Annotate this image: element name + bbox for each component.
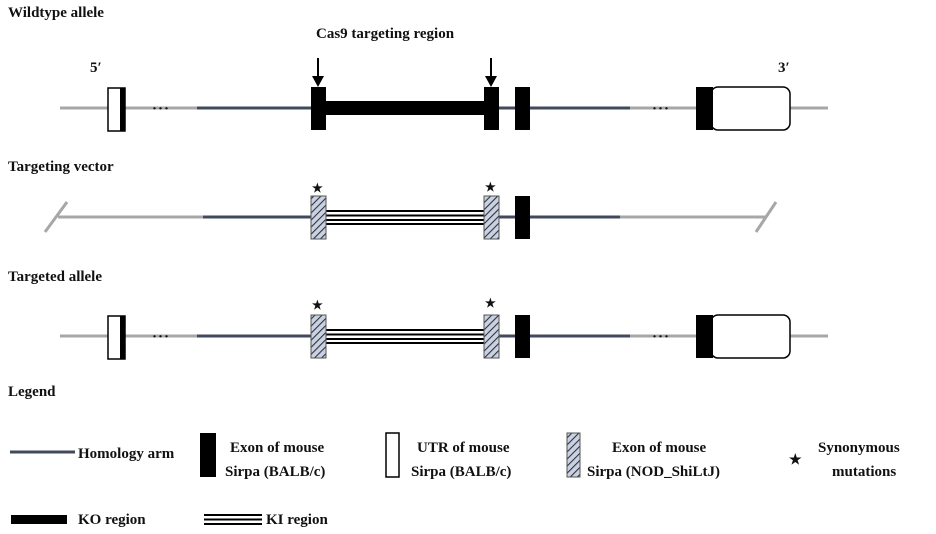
legend-exon-balbc-line2: Sirpa (BALB/c) bbox=[225, 464, 325, 480]
targeted-utr-5prime-exon-edge bbox=[120, 316, 125, 359]
legend-exon-balbc-line1: Exon of mouse bbox=[230, 440, 325, 456]
vector-star-2-icon: ★ bbox=[485, 180, 496, 194]
targeted-star-1-icon: ★ bbox=[312, 298, 323, 312]
targeted-hatched-exon-1 bbox=[310, 314, 327, 359]
exon-wt-1 bbox=[311, 87, 326, 130]
three-prime-label: 3′ bbox=[778, 60, 790, 76]
targeted-exon-last bbox=[696, 315, 713, 358]
targeted-hatched-exon-2 bbox=[483, 314, 500, 359]
legend-exon-nod-line1: Exon of mouse bbox=[612, 440, 707, 456]
targeted-allele-title: Targeted allele bbox=[8, 269, 102, 285]
legend-exon-balbc-swatch bbox=[200, 433, 216, 477]
vector-star-1-icon: ★ bbox=[312, 181, 323, 195]
legend-synonymous-line1: Synonymous bbox=[818, 440, 900, 456]
legend-star-icon: ★ bbox=[789, 452, 802, 468]
legend-homology-arm-label: Homology arm bbox=[78, 446, 175, 462]
exon-wt-2 bbox=[484, 87, 499, 130]
legend-ko-region-label: KO region bbox=[78, 512, 146, 528]
legend-exon-nod-swatch bbox=[566, 432, 581, 478]
cas9-targeting-region-label: Cas9 targeting region bbox=[316, 26, 455, 42]
targeted-ellipsis-left: ··· bbox=[152, 329, 170, 345]
utr-3prime-box bbox=[710, 86, 791, 131]
vector-break-left-icon bbox=[43, 201, 69, 233]
vector-break-right-icon bbox=[754, 201, 778, 233]
legend-ko-region-swatch bbox=[11, 515, 67, 524]
exon-wt-3 bbox=[515, 87, 530, 130]
targeted-star-2-icon: ★ bbox=[485, 296, 496, 310]
targeted-utr-3prime-box bbox=[710, 314, 791, 359]
targeted-ellipsis-right: ··· bbox=[652, 329, 670, 345]
wildtype-allele-title: Wildtype allele bbox=[8, 5, 104, 21]
legend-utr-line1: UTR of mouse bbox=[417, 440, 510, 456]
vector-hatched-exon-2 bbox=[483, 195, 500, 240]
targeting-vector: Targeting vector ★ ★ bbox=[8, 159, 778, 240]
targeting-vector-title: Targeting vector bbox=[8, 159, 114, 175]
exon-wt-last bbox=[696, 87, 713, 130]
targeted-allele: Targeted allele ··· ★ ★ ··· bbox=[8, 269, 828, 360]
legend-utr-line2: Sirpa (BALB/c) bbox=[411, 464, 511, 480]
utr-5prime-exon-edge bbox=[120, 88, 125, 131]
cas9-arrow-left-icon bbox=[312, 76, 324, 87]
ko-region-bar bbox=[326, 101, 484, 115]
wildtype-allele: Wildtype allele Cas9 targeting region 5′… bbox=[8, 5, 828, 132]
targeted-exon-3 bbox=[515, 315, 530, 358]
legend-ki-region-label: KI region bbox=[266, 512, 328, 528]
ellipsis-left: ··· bbox=[152, 101, 170, 117]
five-prime-label: 5′ bbox=[90, 60, 102, 76]
cas9-arrow-right-icon bbox=[485, 76, 497, 87]
ellipsis-right: ··· bbox=[652, 101, 670, 117]
legend-utr-swatch bbox=[385, 432, 400, 478]
legend-exon-nod-line2: Sirpa (NOD_ShiLtJ) bbox=[587, 464, 720, 480]
vector-hatched-exon-1 bbox=[310, 195, 327, 240]
vector-exon-3 bbox=[515, 196, 530, 239]
legend: Legend Homology arm Exon of mouse Sirpa … bbox=[8, 384, 900, 528]
legend-synonymous-line2: mutations bbox=[832, 464, 896, 480]
legend-title: Legend bbox=[8, 384, 56, 400]
